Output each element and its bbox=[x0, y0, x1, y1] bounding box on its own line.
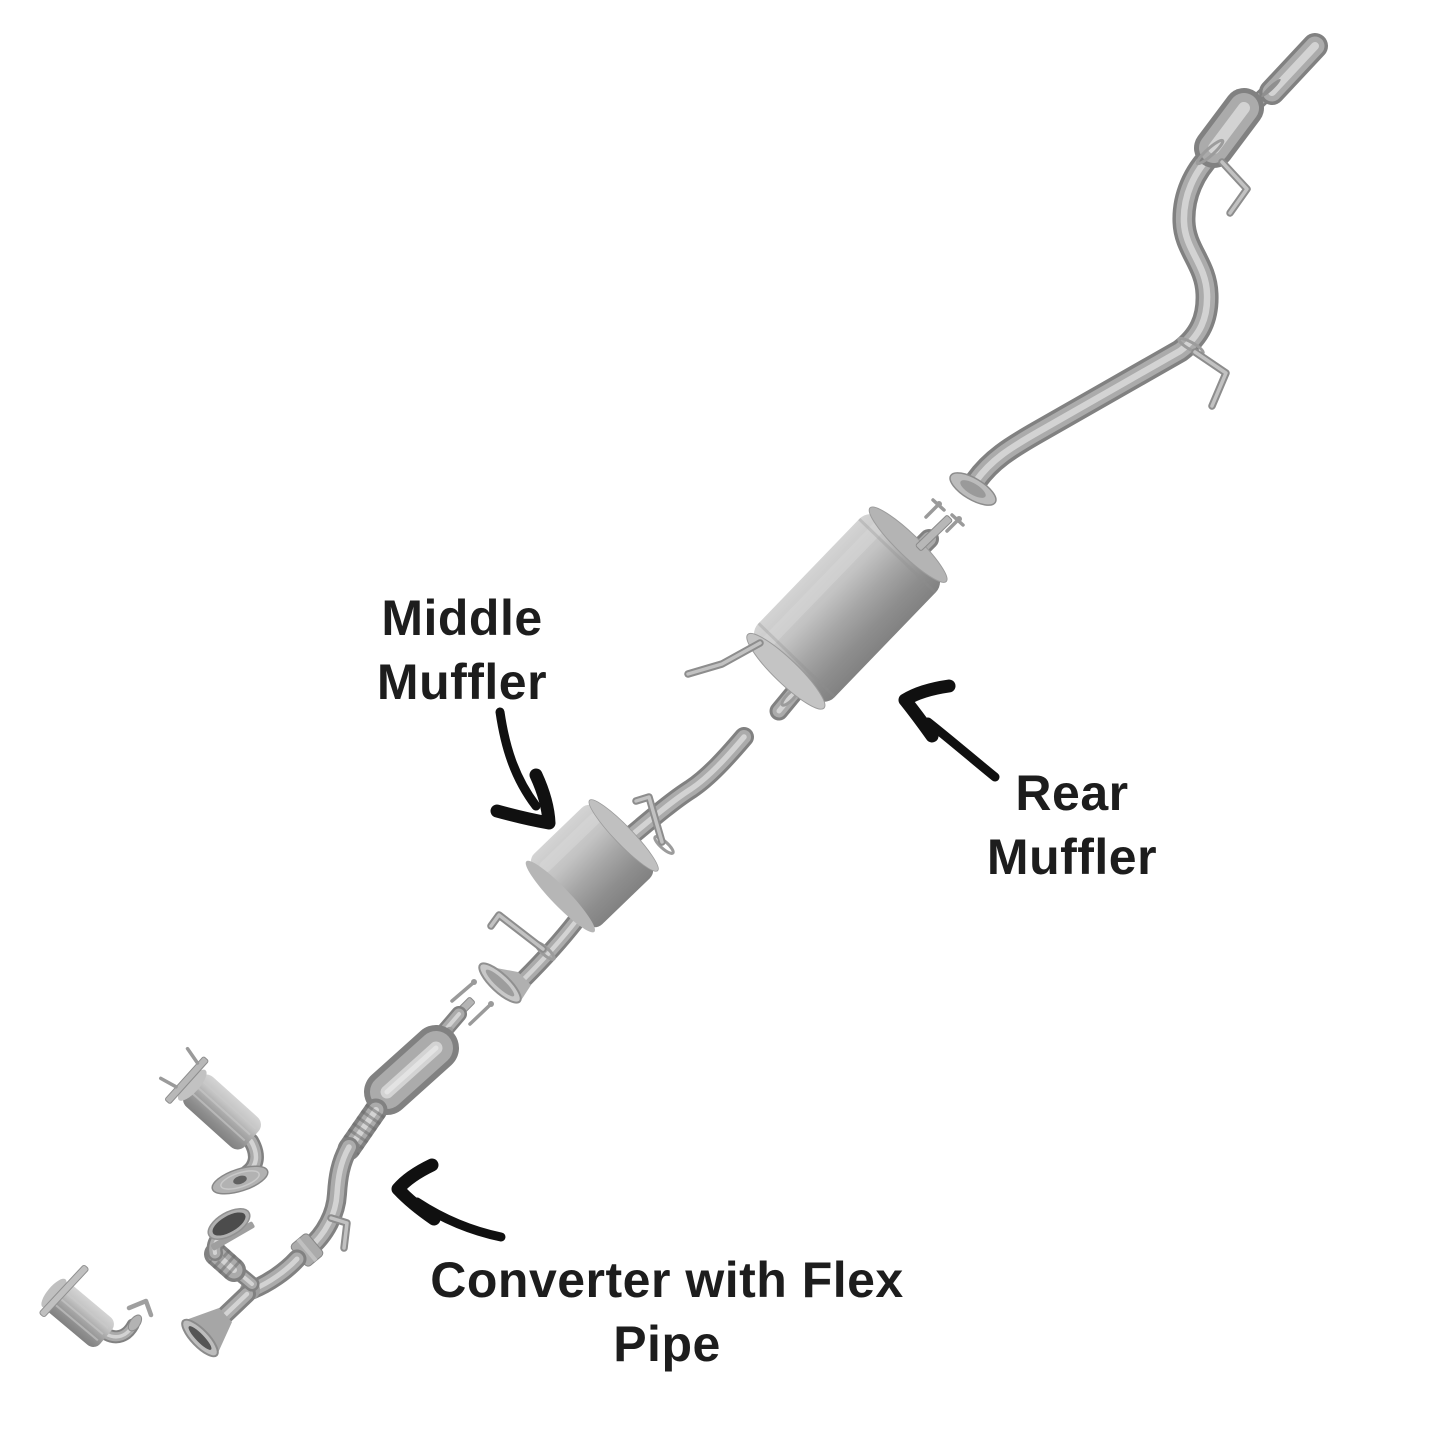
tail-pipe-with-resonator-tip bbox=[949, 46, 1315, 506]
inlet-bell-flange bbox=[478, 962, 522, 1004]
converter-label: Converter with Flex Pipe bbox=[317, 1248, 1017, 1376]
catalytic-converter-with-flex-pipe bbox=[181, 979, 494, 1358]
middle-muffler bbox=[478, 737, 744, 1004]
converter-shell bbox=[41, 1278, 114, 1347]
rear-muffler-label-line2: Muffler bbox=[986, 829, 1158, 885]
middle-muffler-label: Middle Muffler bbox=[212, 586, 712, 714]
converter-label-line1: Converter with Flex bbox=[430, 1252, 904, 1308]
rear-muffler-label-line1: Rear bbox=[1015, 765, 1129, 821]
y-pipe-bell-opening bbox=[181, 1318, 219, 1358]
arrowhead-middle-muffler bbox=[490, 768, 556, 830]
converter-outlet-flange bbox=[211, 1165, 269, 1195]
pipe-hanger-rod bbox=[1191, 348, 1230, 410]
y-pipe-bell-cone bbox=[183, 1308, 232, 1355]
rear-muffler bbox=[684, 498, 965, 717]
converter-label-line2: Pipe bbox=[613, 1316, 721, 1372]
annotation-arrows bbox=[391, 679, 1000, 1242]
converter-shell bbox=[159, 1046, 261, 1150]
arrowhead-converter bbox=[391, 1158, 441, 1226]
middle-muffler-body bbox=[525, 799, 659, 933]
front-catalytic-converter-lower bbox=[39, 1265, 154, 1347]
inlet-flange-opening bbox=[207, 1208, 251, 1240]
bracket-tab bbox=[126, 1298, 154, 1318]
tail-pipe-flange bbox=[949, 472, 997, 506]
middle-muffler-label-line2: Muffler bbox=[376, 654, 548, 710]
rear-muffler-body bbox=[746, 506, 948, 710]
arrow-to-rear-muffler bbox=[923, 717, 1000, 782]
converter-inlet-flange bbox=[39, 1265, 89, 1317]
arrow-to-middle-muffler bbox=[495, 707, 541, 811]
arrowhead-rear-muffler bbox=[898, 679, 956, 743]
rear-muffler-outlet-flange bbox=[915, 515, 953, 551]
flange-spring-bolts bbox=[450, 981, 492, 1026]
front-catalytic-converter-upper bbox=[159, 1046, 269, 1195]
rear-muffler-label: Rear Muffler bbox=[822, 761, 1322, 889]
flange-stud-bolts bbox=[924, 503, 960, 533]
middle-muffler-label-line1: Middle bbox=[381, 590, 543, 646]
